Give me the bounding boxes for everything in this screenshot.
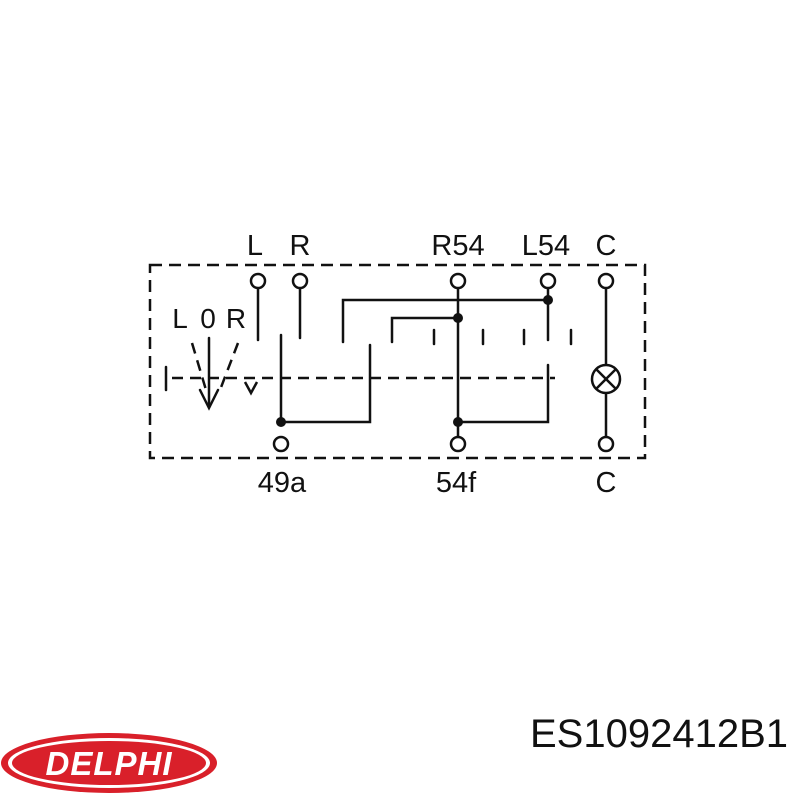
terminal-label-l54: L54 <box>522 230 570 262</box>
switch-label-zero: 0 <box>200 303 216 334</box>
junction-l54 <box>543 295 553 305</box>
delphi-logo: DELPHI <box>1 733 217 793</box>
junctions <box>276 295 553 427</box>
relay-housing <box>148 263 647 460</box>
junction-r54 <box>453 313 463 323</box>
linkage-v-mark <box>243 381 259 396</box>
linkage-left-diagonal <box>190 342 208 391</box>
terminal-label-c-top: C <box>596 230 617 262</box>
terminal-r54 <box>449 272 467 290</box>
terminal-r <box>291 272 309 290</box>
linkage-right-diagonal <box>218 342 240 391</box>
switch-label-right: R <box>226 303 246 334</box>
terminal-c-bottom <box>597 435 615 453</box>
terminal-label-c-bottom: C <box>596 467 617 499</box>
junction-49a <box>276 417 286 427</box>
terminal-label-54f: 54f <box>436 467 477 499</box>
terminal-label-l: L <box>247 230 263 262</box>
terminal-l54 <box>539 272 557 290</box>
logo-ellipse-inner <box>12 741 206 785</box>
terminal-49a <box>272 435 290 453</box>
wire-r54-bracket <box>390 316 460 344</box>
indicator-lamp-icon <box>590 363 622 395</box>
switch-label-left: L <box>172 303 188 334</box>
part-number: ES1092412B1 <box>529 712 788 756</box>
terminal-l <box>249 272 267 290</box>
mechanical-linkage <box>172 342 555 391</box>
switch-arrow-head <box>198 388 220 411</box>
logo-text: DELPHI <box>45 745 172 782</box>
terminals <box>249 272 615 453</box>
terminal-label-r54: R54 <box>431 230 484 262</box>
terminal-label-49a: 49a <box>258 467 307 499</box>
terminal-c-top <box>597 272 615 290</box>
junction-54f <box>453 417 463 427</box>
wire-l54-bracket <box>341 298 550 344</box>
wire-54f-loop <box>456 363 550 424</box>
terminal-54f <box>449 435 467 453</box>
terminal-label-r: R <box>290 230 311 262</box>
